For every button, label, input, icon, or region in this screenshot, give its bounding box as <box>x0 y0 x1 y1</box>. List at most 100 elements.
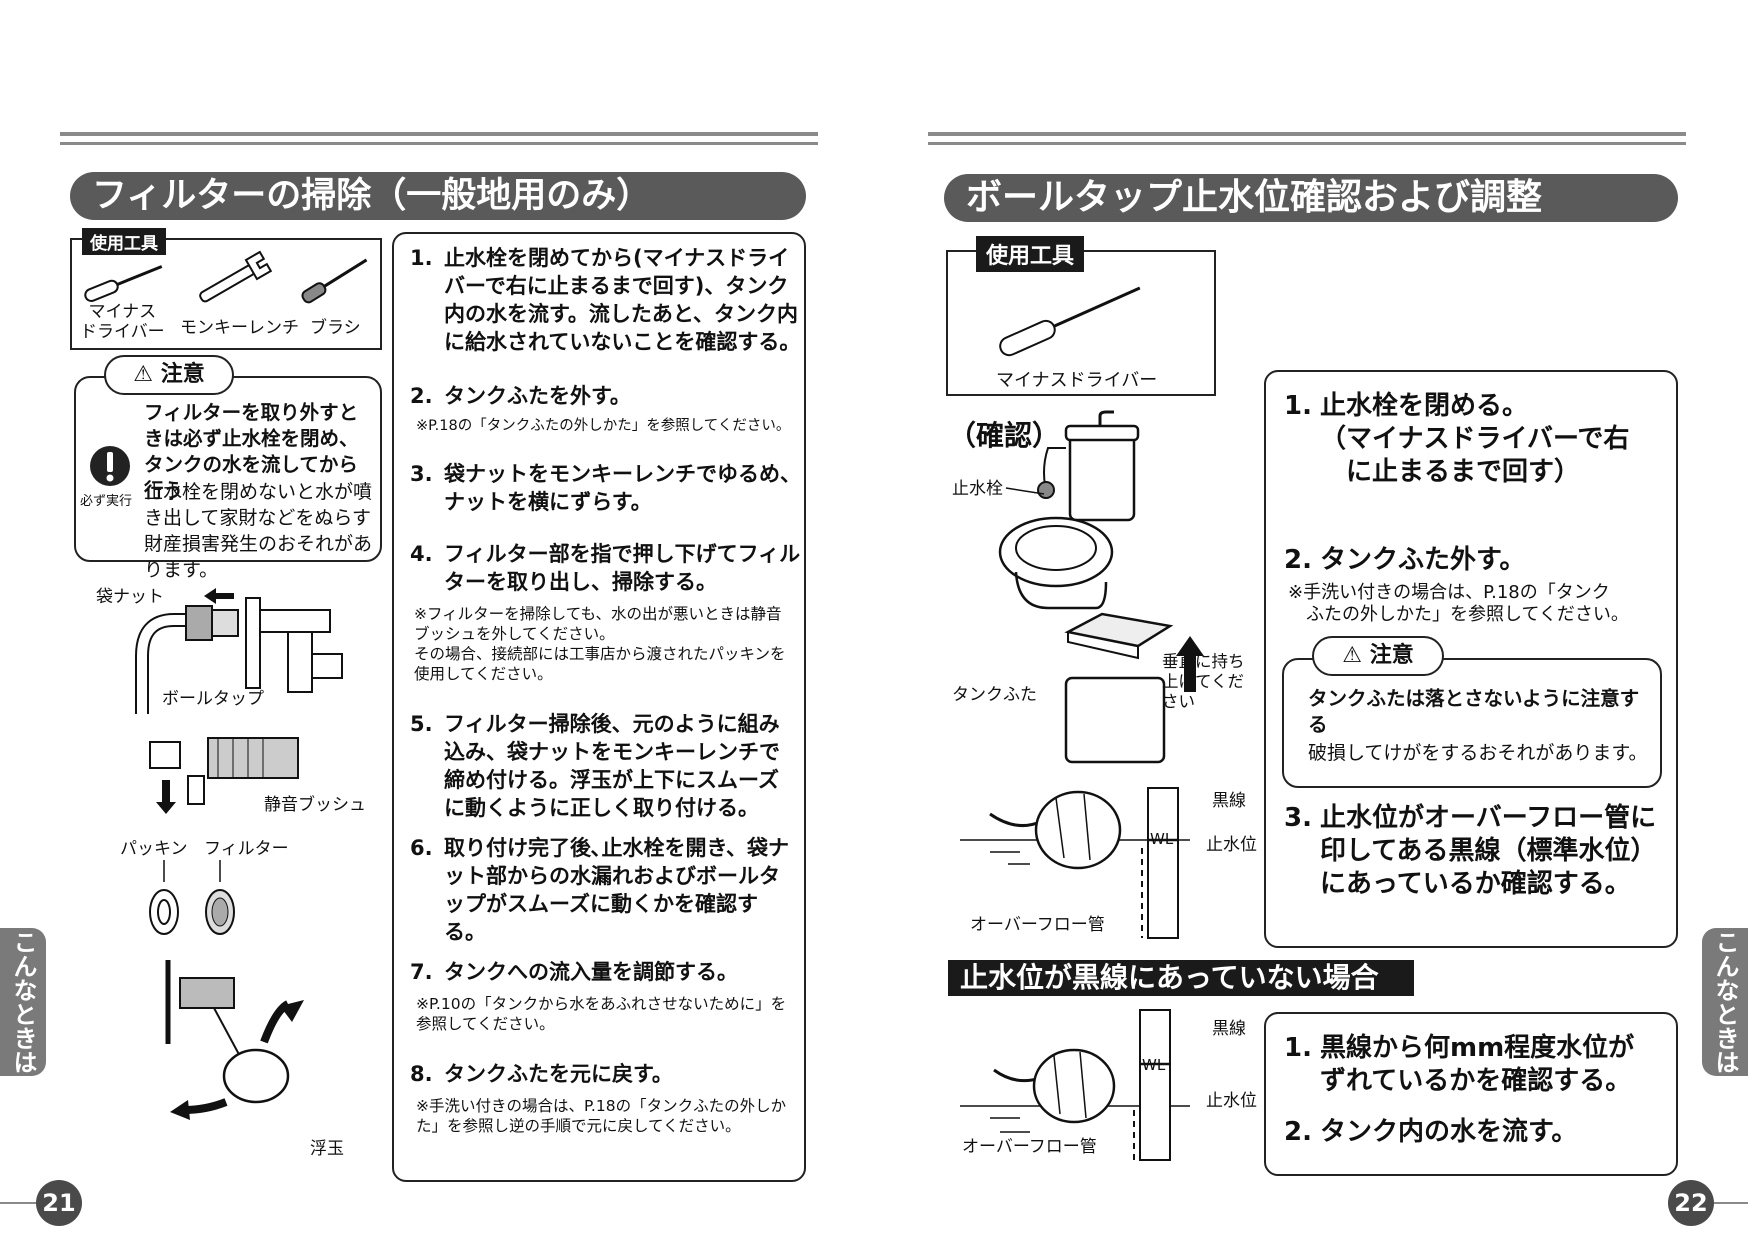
tool-label-screwdriver-right: マイナスドライバー <box>996 370 1158 391</box>
seion-bush-diagram <box>149 737 299 805</box>
label-suichoku: 垂直に持ち 上げてくだ さい <box>1162 652 1245 711</box>
label-ball-tap: ボールタップ <box>162 689 264 709</box>
step-num: 3. <box>410 462 433 486</box>
step-left-2: 2. タンクふたを外す。 <box>410 382 802 410</box>
step-text: タンクふたを外す。 <box>444 384 631 408</box>
tank-lid-diagram <box>1064 612 1204 764</box>
leader-shisuisen <box>1005 487 1045 495</box>
step-num: 3. <box>1284 803 1312 833</box>
caution-bold-text-left: フィルターを取り外すときは必ず止水栓を閉め、タンクの水を流してから行う <box>144 401 359 502</box>
step-note-left-2: ※P.18の「タンクふたの外しかた」を参照してください。 <box>416 418 791 434</box>
label-overflow-2: オーバーフロー管 <box>962 1137 1097 1157</box>
step2-right-2: 2. タンク内の水を流す。 <box>1284 1116 1660 1149</box>
caution-label-left: 注意 <box>160 362 205 387</box>
water-level-diagram-2 <box>960 1009 1190 1161</box>
tool-label-wrench: モンキーレンチ <box>180 318 299 338</box>
steps-box-left <box>392 232 806 1182</box>
step-num: 2. <box>410 384 433 408</box>
arrow-left-icon <box>204 588 234 604</box>
side-tab-left: こんなときは <box>0 928 46 1076</box>
label-overflow-1: オーバーフロー管 <box>970 915 1105 935</box>
tool-label-brush: ブラシ <box>310 318 361 338</box>
tool-label-screwdriver: マイナス ドライバー <box>80 302 165 342</box>
caution-normal-text-left: 止水栓を閉めないと水が噴き出して家財などをぬらす財産損害発生のおそれがあります。 <box>144 481 373 581</box>
must-do-icon <box>90 446 130 486</box>
step-left-4: 4. フィルター部を指で押し下げてフィルターを取り出し、掃除する。 <box>410 540 802 596</box>
must-do-label: 必ず実行 <box>80 494 133 509</box>
screwdriver-icon <box>999 286 1141 357</box>
label-shisuii-1: 止水位 <box>1206 835 1257 855</box>
caution-label-right: 注意 <box>1369 643 1414 668</box>
label-shisuisen: 止水栓 <box>952 479 1003 499</box>
step-text: タンクへの流入量を調節する。 <box>444 960 738 984</box>
step-text: 止水位がオーバーフロー管に印してある黒線（標準水位）にあっているか確認する。 <box>1320 803 1657 899</box>
label-ukidama: 浮玉 <box>310 1139 344 1159</box>
warning-triangle-icon: ⚠ <box>133 362 154 387</box>
page-title-right: ボールタップ止水位確認および調整 <box>944 174 1678 222</box>
step-note-left-8: ※手洗い付きの場合は、P.18の「タンクふたの外しかた」を参照し逆の手順で元に戻… <box>416 1097 787 1135</box>
packing-filter-diagram <box>149 860 235 935</box>
step-num: 1. <box>410 246 433 270</box>
page-number-left: 21 <box>36 1180 82 1226</box>
label-seion-bush: 静音ブッシュ <box>264 795 366 815</box>
step-note-left-7: ※P.10の「タンクから水をあふれさせないために」を参照してください。 <box>416 995 787 1033</box>
step-text: フィルター掃除後、元のように組み込み、袋ナットをモンキーレンチで締め付ける。浮玉… <box>444 712 780 820</box>
label-packing: パッキン <box>120 839 188 859</box>
step-left-8: 8. タンクふたを元に戻す。 <box>410 1060 802 1088</box>
tools-label-right: 使用工具 <box>976 236 1085 272</box>
step-left-3: 3. 袋ナットをモンキーレンチでゆるめ、ナットを横にずらす。 <box>410 460 802 516</box>
step-num: 5. <box>410 712 433 736</box>
step2-right-1: 1. 黒線から何mm程度水位がずれているかを確認する。 <box>1284 1032 1660 1098</box>
steps-box-right <box>1264 370 1678 948</box>
side-tab-right: こんなときは <box>1702 928 1748 1076</box>
steps-box-right-2 <box>1264 1012 1678 1176</box>
page-title-left: フィルターの掃除（一般地用のみ） <box>70 172 806 220</box>
caution-box-right <box>1282 658 1662 788</box>
step-num: 6. <box>410 836 433 860</box>
step-note-right-2: ※手洗い付きの場合は、P.18の「タンク ふたの外しかた」を参照してください。 <box>1288 582 1629 625</box>
arrow-down-icon <box>156 780 176 814</box>
step-left-7: 7. タンクへの流入量を調節する。 <box>410 958 802 986</box>
step-text: 袋ナットをモンキーレンチでゆるめ、ナットを横にずらす。 <box>444 462 801 514</box>
page-num-rule-left <box>0 1202 40 1204</box>
brush-icon <box>301 258 368 304</box>
page-number-right: 22 <box>1668 1180 1714 1226</box>
step-left-1: 1. 止水栓を閉めてから(マイナスドライバーで右に止まるまで回す)、タンク内の水… <box>410 244 802 356</box>
water-level-diagram-1 <box>960 787 1190 939</box>
kakunin-label: （確認） <box>948 419 1061 452</box>
toilet-diagram <box>998 410 1140 610</box>
step-num: 2. <box>1284 1117 1312 1147</box>
ball-tap-diagram <box>135 597 343 714</box>
step-text: タンクふたを元に戻す。 <box>444 1062 673 1086</box>
label-shisuii-2: 止水位 <box>1206 1091 1257 1111</box>
step-text: タンクふた外す。 <box>1320 545 1526 575</box>
label-filter: フィルター <box>204 839 289 859</box>
step-text: タンク内の水を流す。 <box>1320 1117 1578 1147</box>
wrench-icon <box>199 250 273 303</box>
step-text: 取り付け完了後､止水栓を開き、袋ナット部からの水漏れおよびボールタップがスムーズ… <box>444 836 790 944</box>
label-fukuro-nut: 袋ナット <box>96 587 164 607</box>
step-right-3: 3. 止水位がオーバーフロー管に印してある黒線（標準水位）にあっているか確認する… <box>1284 802 1664 901</box>
label-kurosen-1: 黒線 <box>1212 791 1246 811</box>
tools-label-left: 使用工具 <box>82 228 166 255</box>
top-rule-right-1 <box>928 132 1686 136</box>
step-num: 1. <box>1284 1033 1312 1063</box>
caution-tag-left: ⚠ 注意 <box>104 355 234 395</box>
step-left-6: 6. 取り付け完了後､止水栓を開き、袋ナット部からの水漏れおよびボールタップがス… <box>410 834 790 946</box>
label-wl-1: WL <box>1150 830 1174 848</box>
tools-box-left <box>70 238 382 350</box>
caution-bold-text-right: タンクふたは落とさないように注意する <box>1308 687 1640 736</box>
screwdriver-icon <box>84 265 163 302</box>
label-wl-2: WL <box>1142 1056 1166 1074</box>
float-ball-diagram <box>165 960 304 1120</box>
step-right-2: 2. タンクふた外す。 <box>1284 544 1672 577</box>
top-rule-left-1 <box>60 132 818 136</box>
step-num: 1. <box>1284 391 1312 421</box>
caution-tag-right: ⚠ 注意 <box>1312 636 1444 676</box>
page-num-rule-right <box>1714 1202 1748 1204</box>
step-text: 止水栓を閉める。 （マイナスドライバーで右 に止まるまで回す） <box>1320 391 1630 487</box>
step-right-1: 1. 止水栓を閉める。 （マイナスドライバーで右 に止まるまで回す） <box>1284 390 1672 489</box>
top-rule-left-2 <box>60 142 818 145</box>
section2-title: 止水位が黒線にあっていない場合 <box>948 960 1414 996</box>
step-num: 8. <box>410 1062 433 1086</box>
